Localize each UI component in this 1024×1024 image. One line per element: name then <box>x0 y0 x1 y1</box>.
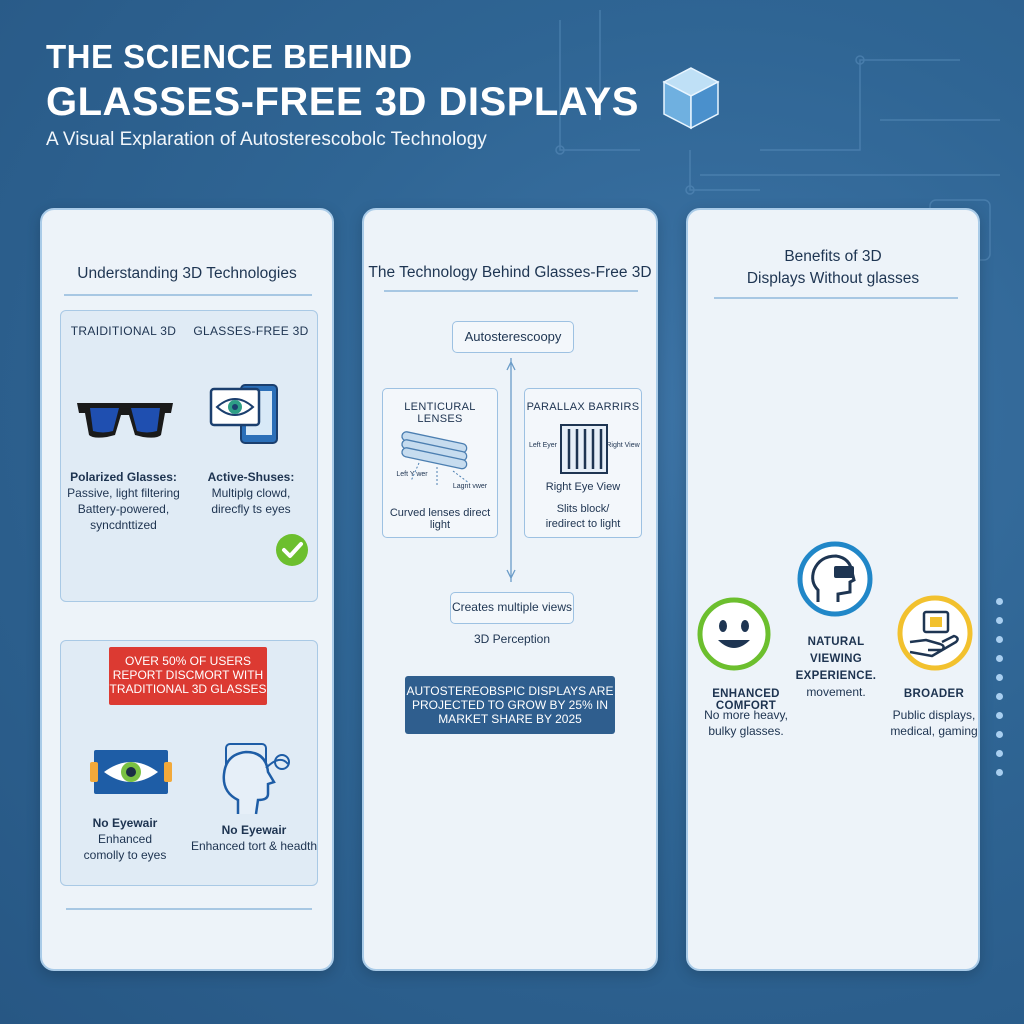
autostereoscopy-box: Autosterescoopy <box>452 321 574 353</box>
panel-benefits: Benefits of 3D Displays Without glasses … <box>686 208 980 971</box>
benefit-broader-title: BROADER <box>903 688 965 700</box>
polarized-label: Polarized Glasses: <box>70 470 177 484</box>
barrier-icon <box>560 424 608 474</box>
head-icon <box>222 743 290 815</box>
benefit-comfort-desc-2: bulky glasses. <box>708 724 784 738</box>
benefit-right-desc-1: Enhanced tort & headth <box>190 839 318 853</box>
benefit-broader-desc-1: Public displays, <box>892 708 976 722</box>
polarized-desc-3: syncdnttized <box>90 518 157 532</box>
parallax-left-label: Left Eyer <box>528 442 557 449</box>
multiple-views-box: Creates multiple views <box>450 592 574 624</box>
benefit-left-desc-2: comolly to eyes <box>83 848 167 862</box>
benefit-broader-desc-2: medical, gaming <box>890 724 978 738</box>
lenticular-left-label: Left Y wer <box>396 471 428 478</box>
vr-head-icon <box>797 541 873 617</box>
panel2-divider <box>384 290 638 292</box>
panel-technology: The Technology Behind Glasses-Free 3D Au… <box>362 208 658 971</box>
multiple-views-label: Creates multiple views <box>451 600 573 614</box>
parallax-right-label: Right View <box>606 442 640 449</box>
autostereoscopy-label: Autosterescoopy <box>464 329 562 344</box>
lenticular-right-label: Lagnt vwer <box>452 483 488 490</box>
title-line1: THE SCIENCE BEHIND <box>46 38 413 75</box>
benefit-comfort-desc-1: No more heavy, <box>704 708 788 722</box>
benefit-natural-desc-1: movement. <box>806 685 866 699</box>
parallax-box: PARALLAX BARRIRS Left Eyer Right View Ri… <box>524 388 642 538</box>
benefit-natural-title: NATURAL VIEWING EXPERIENCE. <box>795 636 877 682</box>
lenticular-caption: Curved lenses direct light <box>389 507 491 531</box>
polarized-desc-1: Passive, light filtering <box>67 486 180 500</box>
lenticular-title: LENTICURAL LENSES <box>404 401 476 425</box>
panel1-title: Understanding 3D Technologies <box>77 265 297 282</box>
benefit-right-title: No Eyewair <box>221 823 287 837</box>
market-stat-banner: AUTOSTEREOBSPIC DISPLAYS ARE PROJECTED T… <box>405 676 615 734</box>
glasses-free-heading: GLASSES-FREE 3D <box>193 324 309 338</box>
alert-banner: OVER 50% OF USERS REPORT DISCMORT WITH T… <box>109 647 267 705</box>
title-line2: GLASSES-FREE 3D DISPLAYS <box>46 80 639 124</box>
panel1-divider <box>64 294 312 296</box>
lenticular-box: LENTICURAL LENSES Left Y wer Lagnt vwer … <box>382 388 498 538</box>
comparison-box: TRAIDITIONAL 3D GLASSES-FREE 3D Polarize… <box>60 310 318 602</box>
benefit-left-title: No Eyewair <box>92 816 158 830</box>
benefit-comfort-title: ENHANCED COMFORT <box>712 688 780 712</box>
hand-screen-icon <box>897 595 973 671</box>
check-icon <box>276 534 308 566</box>
parallax-eye-view: Right Eye View <box>545 481 621 493</box>
glasses-icon <box>77 403 173 438</box>
panel2-title: The Technology Behind Glasses-Free 3D <box>368 264 652 281</box>
lens-icon <box>401 431 470 485</box>
active-label: Active-Shuses: <box>207 470 295 484</box>
parallax-caption-1: Slits block/ <box>556 503 610 515</box>
benefit-left-desc-1: Enhanced <box>97 832 153 846</box>
traditional-heading: TRAIDITIONAL 3D <box>70 324 177 338</box>
polarized-desc-2: Battery-powered, <box>77 502 170 516</box>
panel-understanding-3d: Understanding 3D Technologies TRAIDITION… <box>40 208 334 971</box>
subtitle: A Visual Explaration of Autosterescobolc… <box>46 129 487 150</box>
pagination-dots <box>996 598 1003 788</box>
panel3-title-line2: Displays Without glasses <box>746 270 920 287</box>
parallax-title: PARALLAX BARRIRS <box>526 401 640 413</box>
active-desc-2: direcfly ts eyes <box>211 502 291 516</box>
panel1-bottom-divider <box>66 908 312 910</box>
parallax-caption-2: iredirect to light <box>545 518 621 530</box>
cube-icon <box>662 67 720 130</box>
panel3-divider <box>714 297 958 299</box>
panel3-title-line1: Benefits of 3D <box>784 248 882 265</box>
active-desc-1: Multiplg clowd, <box>211 486 291 500</box>
perception-label: 3D Perception <box>473 632 551 646</box>
eye-tablet-icon <box>209 384 278 444</box>
eye-screen-icon <box>90 750 172 794</box>
smile-icon <box>697 597 771 671</box>
